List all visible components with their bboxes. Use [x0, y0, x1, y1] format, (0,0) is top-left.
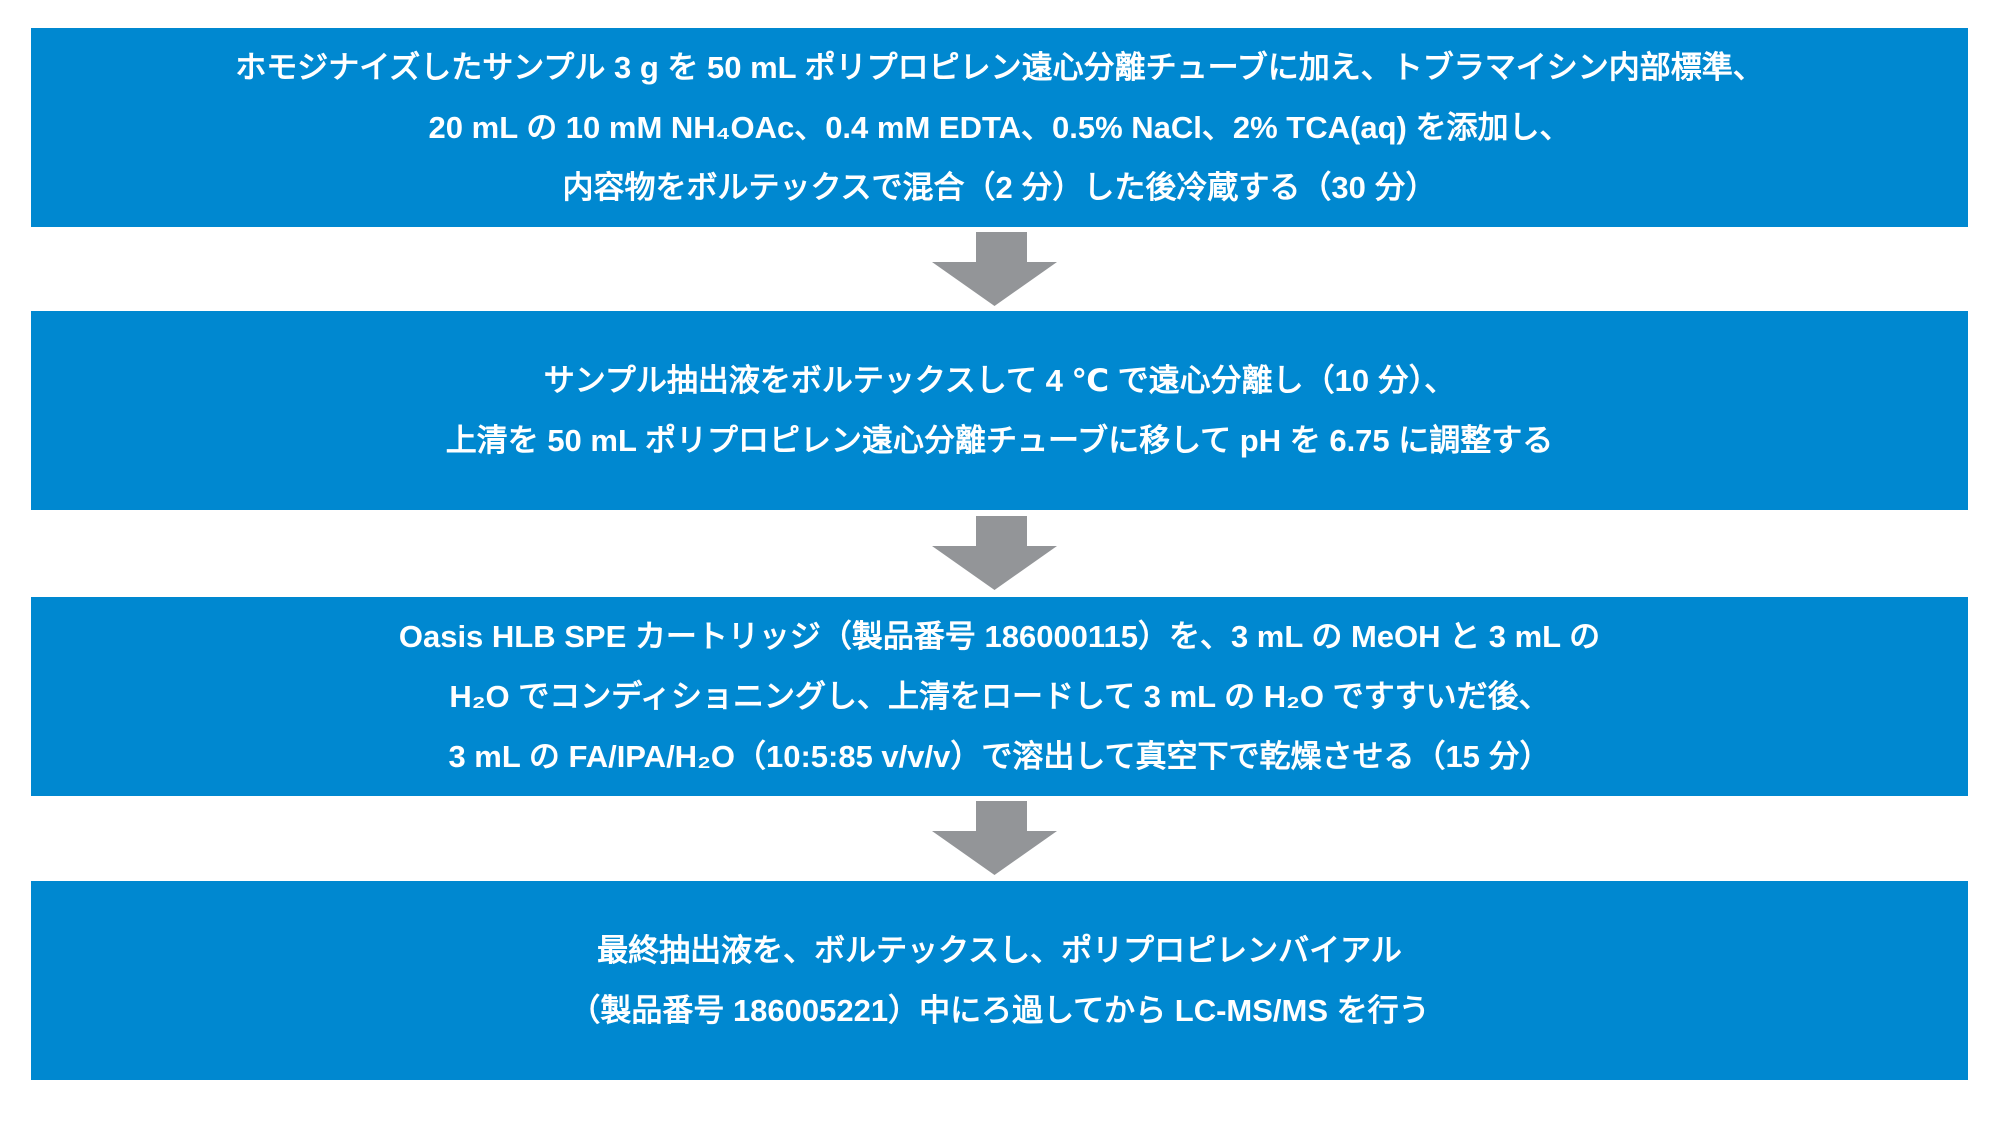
step-3-line-3: 3 mL の FA/IPA/H₂O（10:5:85 v/v/v）で溶出して真空下…	[448, 738, 1551, 774]
step-3-line-1: Oasis HLB SPE カートリッジ（製品番号 186000115）を、3 …	[398, 618, 1601, 654]
step-1-box: ホモジナイズしたサンプル 3 g を 50 mL ポリプロピレン遠心分離チューブ…	[31, 28, 1968, 227]
down-arrow-icon	[932, 516, 1057, 590]
step-3-line-2: H₂O でコンディショニングし、上清をロードして 3 mL の H₂O ですすい…	[449, 678, 1550, 714]
step-2-line-2: 上清を 50 mL ポリプロピレン遠心分離チューブに移して pH を 6.75 …	[445, 422, 1554, 458]
step-1-line-1: ホモジナイズしたサンプル 3 g を 50 mL ポリプロピレン遠心分離チューブ…	[235, 49, 1764, 85]
step-2-box: サンプル抽出液をボルテックスして 4 ℃ で遠心分離し（10 分）、 上清を 5…	[31, 311, 1968, 510]
step-1-line-2: 20 mL の 10 mM NH₄OAc、0.4 mM EDTA、0.5% Na…	[428, 109, 1571, 145]
step-2-line-1: サンプル抽出液をボルテックスして 4 ℃ で遠心分離し（10 分）、	[543, 362, 1456, 398]
step-4-box: 最終抽出液を、ボルテックスし、ポリプロピレンバイアル （製品番号 1860052…	[31, 881, 1968, 1080]
step-4-line-2: （製品番号 186005221）中にろ過してから LC-MS/MS を行う	[569, 992, 1430, 1028]
step-4-line-1: 最終抽出液を、ボルテックスし、ポリプロピレンバイアル	[597, 932, 1402, 968]
step-1-line-3: 内容物をボルテックスで混合（2 分）した後冷蔵する（30 分）	[562, 169, 1437, 205]
down-arrow-icon	[932, 801, 1057, 875]
down-arrow-icon	[932, 232, 1057, 306]
step-3-box: Oasis HLB SPE カートリッジ（製品番号 186000115）を、3 …	[31, 597, 1968, 796]
